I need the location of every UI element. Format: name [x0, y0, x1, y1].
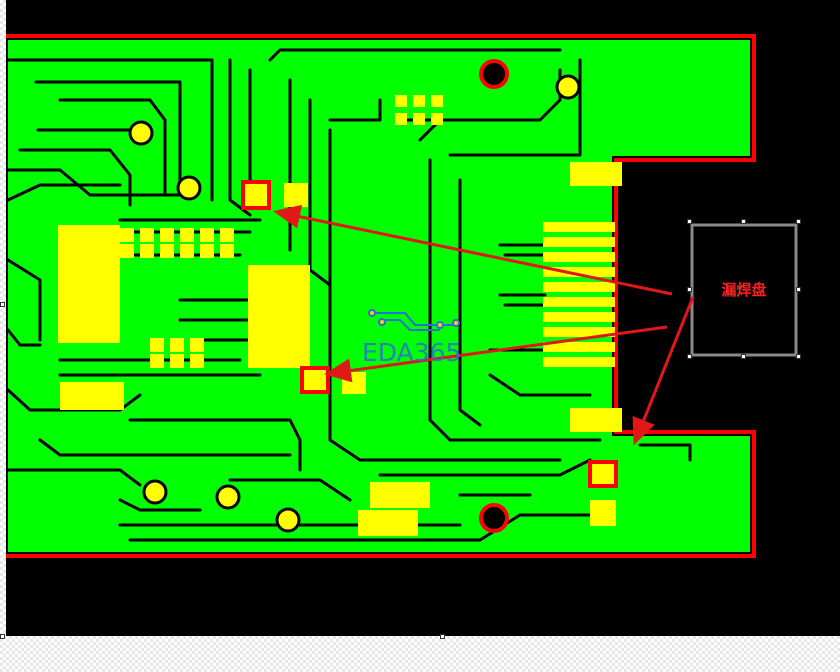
arrow-3 — [632, 296, 695, 446]
resize-handle-mr[interactable] — [796, 287, 801, 292]
canvas-handle-bm[interactable] — [440, 634, 445, 639]
pad-n2 — [413, 95, 425, 107]
pad-u1 — [58, 225, 120, 343]
pad-j2 — [140, 228, 154, 242]
canvas-handle-ml[interactable] — [0, 302, 5, 307]
pad-m2 — [170, 338, 184, 352]
watermark-text: EDA365 — [362, 338, 462, 367]
pad-n4 — [395, 113, 407, 125]
pad-k3 — [160, 244, 174, 258]
resize-handle-ml[interactable] — [687, 287, 692, 292]
resize-handle-tl[interactable] — [687, 219, 692, 224]
pad-c — [358, 510, 418, 536]
pad-k5 — [200, 244, 214, 258]
yellow-pads — [58, 95, 622, 536]
pad-h — [570, 408, 622, 432]
board-outline — [6, 34, 756, 558]
pad-j3 — [160, 228, 174, 242]
annotation-arrows — [273, 204, 695, 446]
pad-f — [590, 500, 616, 526]
pad-n1 — [395, 95, 407, 107]
pad-j4 — [180, 228, 194, 242]
pad-m6 — [190, 354, 204, 368]
pad-a — [60, 382, 124, 410]
vias — [128, 74, 581, 533]
pad-k1 — [120, 244, 134, 258]
pad-m1 — [150, 338, 164, 352]
pad-u2 — [248, 265, 310, 368]
canvas-handle-bl[interactable] — [0, 634, 5, 639]
pad-j6 — [220, 228, 234, 242]
pad-n3 — [431, 95, 443, 107]
missing-pads — [241, 180, 618, 488]
pad-b — [370, 482, 430, 508]
resize-handle-tr[interactable] — [796, 219, 801, 224]
pad-k4 — [180, 244, 194, 258]
pad-n6 — [431, 113, 443, 125]
pad-m5 — [170, 354, 184, 368]
arrow-2 — [324, 325, 668, 383]
arrow-1 — [273, 204, 673, 296]
resize-handle-bm[interactable] — [741, 354, 746, 359]
pad-j5 — [200, 228, 214, 242]
pad-j1 — [120, 228, 134, 242]
mounting-holes — [479, 59, 509, 533]
pad-n5 — [413, 113, 425, 125]
resize-handle-tm[interactable] — [741, 219, 746, 224]
pad-k6 — [220, 244, 234, 258]
pad-e — [342, 372, 366, 394]
resize-handle-bl[interactable] — [687, 354, 692, 359]
resize-handle-br[interactable] — [796, 354, 801, 359]
copper-pour — [8, 40, 750, 552]
pad-k2 — [140, 244, 154, 258]
connector-fingers — [543, 222, 615, 367]
pad-m3 — [190, 338, 204, 352]
pad-g — [570, 162, 622, 186]
watermark-logo — [368, 309, 460, 331]
annotation-label: 漏焊盘 — [721, 281, 767, 299]
pad-m4 — [150, 354, 164, 368]
pad-d — [284, 183, 308, 207]
trace-channels — [6, 48, 692, 542]
